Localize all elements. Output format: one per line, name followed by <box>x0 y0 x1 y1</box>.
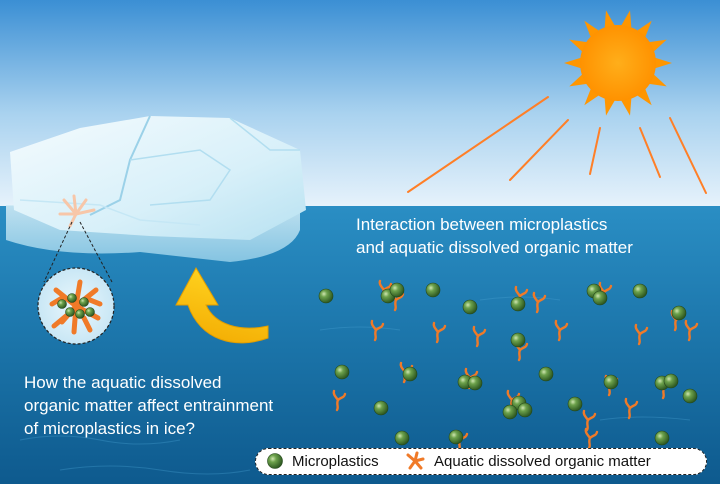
microplastic-icon <box>65 307 75 317</box>
magnifier-circle-icon <box>37 221 115 345</box>
microplastic-icon <box>75 309 85 319</box>
sun-rays <box>407 96 707 194</box>
dom-icon <box>432 321 447 344</box>
sun-spike <box>604 10 616 30</box>
dom-icon <box>406 451 425 470</box>
microplastic-icon <box>654 430 670 446</box>
dom-icon <box>624 397 639 420</box>
caption-line: of microplastics in ice? <box>24 419 196 438</box>
microplastic-icon <box>389 282 405 298</box>
microplastic-icon <box>682 388 698 404</box>
microplastic-icon <box>448 429 464 445</box>
caption-question: How the aquatic dissolved organic matter… <box>24 371 344 440</box>
dom-icon <box>472 325 487 348</box>
caption-interaction: Interaction between microplastics and aq… <box>356 213 716 259</box>
iceberg-icon <box>6 115 306 262</box>
dom-arm <box>81 315 93 333</box>
legend-item-dom: Aquatic dissolved organic matter <box>404 449 651 473</box>
dom-icon <box>582 409 597 432</box>
microplastic-icon <box>663 373 679 389</box>
microplastic-icon <box>394 430 410 446</box>
dom-arm <box>53 287 79 309</box>
microplastic-icon <box>538 366 554 382</box>
microplastic-icon <box>79 297 89 307</box>
microplastic-particles <box>318 282 698 446</box>
microplastic-icon <box>373 400 389 416</box>
microplastic-icon <box>671 305 687 321</box>
microplastic-icon <box>567 396 583 412</box>
caption-line: Interaction between microplastics <box>356 215 608 234</box>
microplastic-icon <box>603 374 619 390</box>
microplastic-icon <box>85 307 95 317</box>
dom-icon <box>332 389 347 412</box>
microplastic-icon <box>267 453 283 469</box>
microplastic-icon <box>57 299 67 309</box>
dom-icon <box>554 319 569 342</box>
microplastic-icon <box>318 288 334 304</box>
dom-icon <box>532 291 547 314</box>
caption-line: How the aquatic dissolved <box>24 373 222 392</box>
sun-icon <box>564 10 672 116</box>
dom-icon <box>370 319 385 342</box>
sun-spike <box>564 57 583 69</box>
dom-arm <box>51 313 69 329</box>
microplastic-icon <box>510 296 526 312</box>
microplastic-icon <box>510 332 526 348</box>
microplastic-icon <box>462 299 478 315</box>
microplastic-icon <box>632 283 648 299</box>
microplastic-icon <box>67 293 77 303</box>
dom-arm <box>71 303 79 335</box>
dom-icon <box>584 427 599 450</box>
microplastic-icon <box>592 290 608 306</box>
dom-arm <box>73 279 83 309</box>
dom-icon <box>684 319 699 342</box>
caption-line: and aquatic dissolved organic matter <box>356 238 633 257</box>
microplastic-icon <box>334 364 350 380</box>
legend-label-dom: Aquatic dissolved organic matter <box>434 452 651 470</box>
dom-arm <box>49 295 65 307</box>
sun-spike <box>604 96 616 116</box>
microplastic-icon <box>467 375 483 391</box>
sun-spike <box>620 96 632 116</box>
legend: Microplastics Aquatic dissolved organic … <box>255 448 707 475</box>
sun-spike <box>653 57 672 69</box>
sun-spike <box>620 10 632 30</box>
legend-item-microplastics: Microplastics <box>266 449 379 473</box>
microplastic-icon <box>425 282 441 298</box>
microplastic-icon <box>402 366 418 382</box>
microplastic-icon <box>502 404 518 420</box>
arrow-icon <box>175 266 269 344</box>
dom-icon <box>634 323 649 346</box>
caption-line: organic matter affect entrainment <box>24 396 274 415</box>
legend-label-microplastics: Microplastics <box>292 452 379 470</box>
microplastic-icon <box>517 402 533 418</box>
dom-arm <box>87 297 103 307</box>
